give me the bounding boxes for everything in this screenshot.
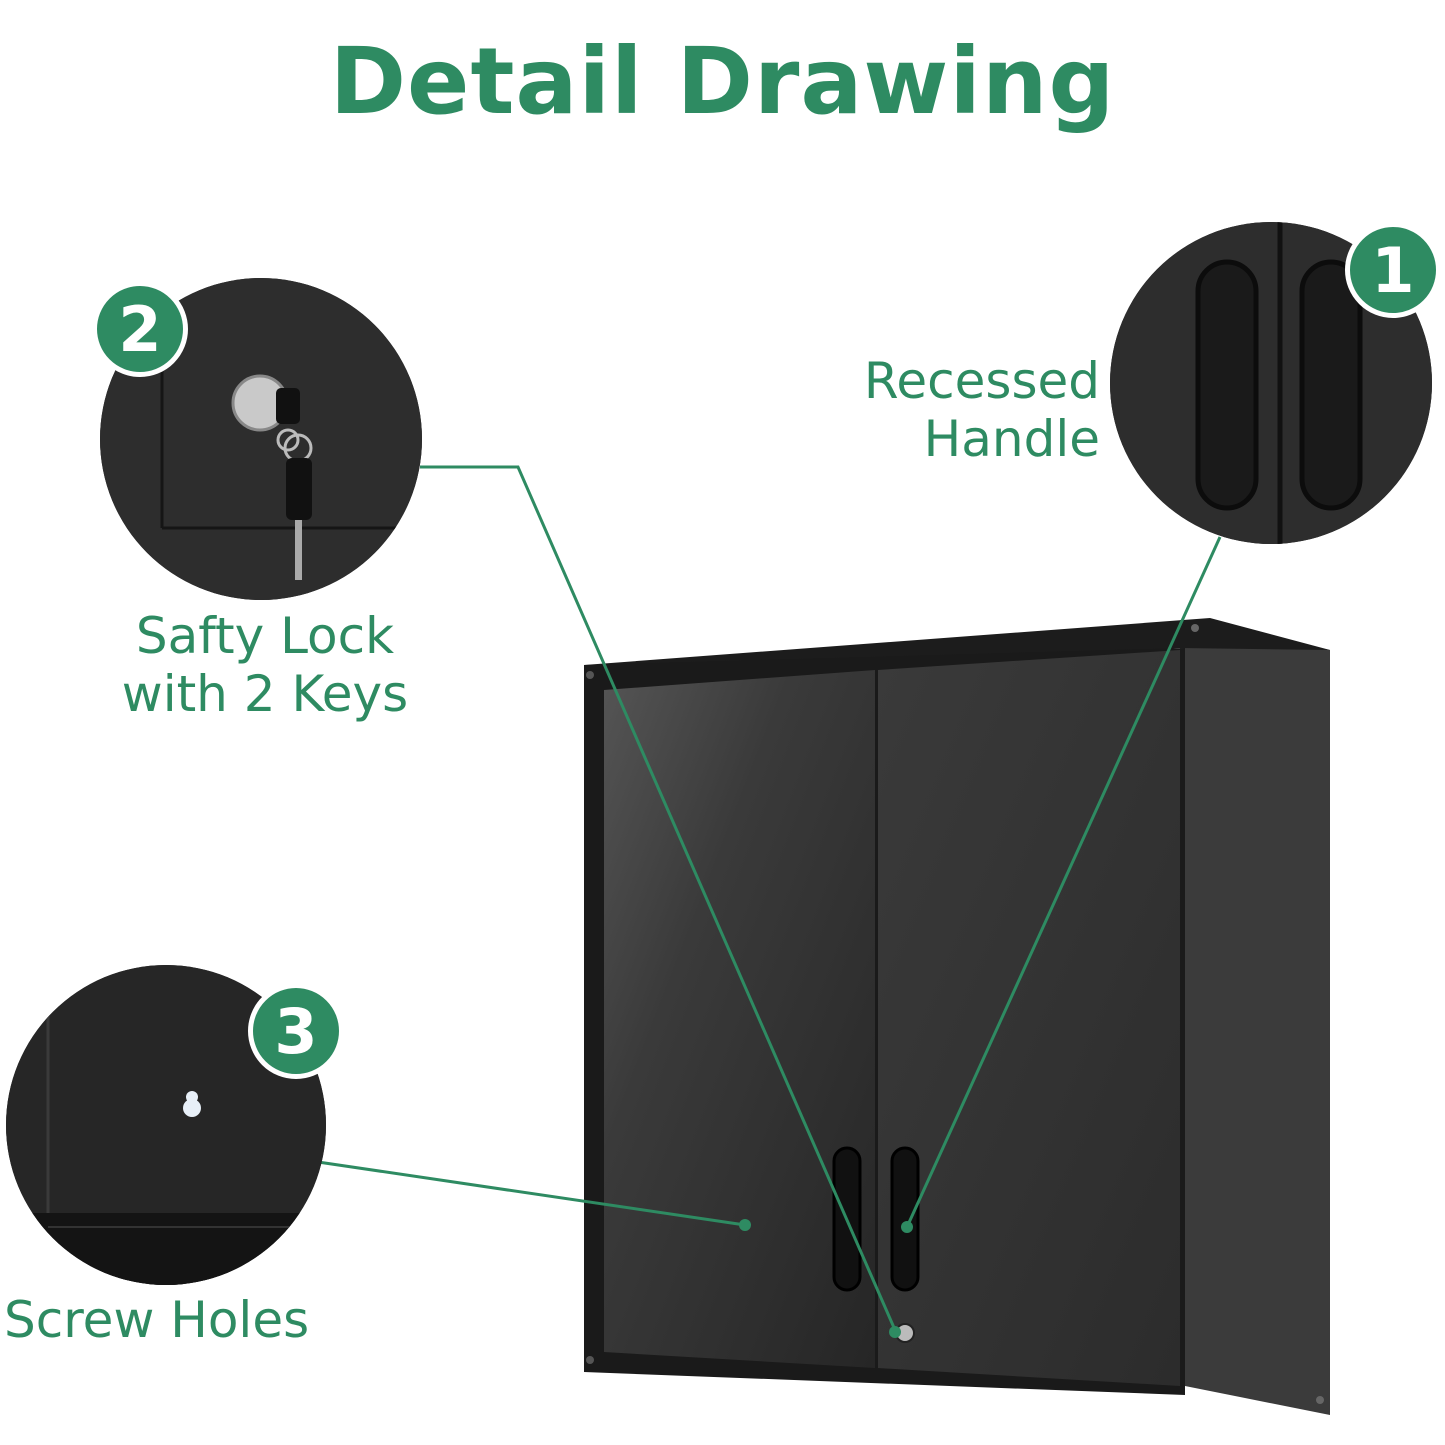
cabinet-side-panel xyxy=(1180,620,1330,1415)
page-title: Detail Drawing xyxy=(329,28,1116,135)
cabinet-right-door xyxy=(878,650,1180,1386)
callout-label-2: Safty Lock with 2 Keys xyxy=(121,607,409,723)
leader-dot-screw xyxy=(739,1219,751,1231)
leader-dot-handle xyxy=(901,1221,913,1233)
spare-key-icon xyxy=(286,458,312,520)
keyhole-screw-icon xyxy=(183,1099,201,1117)
callout-label-1: Recessed Handle xyxy=(863,352,1100,468)
key-head-icon xyxy=(276,388,300,424)
callout-badge-2: 2 xyxy=(92,281,188,377)
leader-line-handle xyxy=(905,536,1222,1228)
right-handle-recess xyxy=(1299,259,1363,511)
leader-line-screw xyxy=(317,1160,746,1227)
leader-dot-lock xyxy=(889,1326,901,1338)
left-handle-recess xyxy=(1195,259,1259,511)
callout-badge-1: 1 xyxy=(1345,222,1441,318)
callout-badge-3: 3 xyxy=(248,983,344,1079)
callout-label-3: Screw Holes xyxy=(4,1291,310,1349)
right-door-handle xyxy=(890,1146,920,1292)
cabinet-left-door xyxy=(604,670,875,1368)
leader-line-lock xyxy=(420,465,897,1331)
